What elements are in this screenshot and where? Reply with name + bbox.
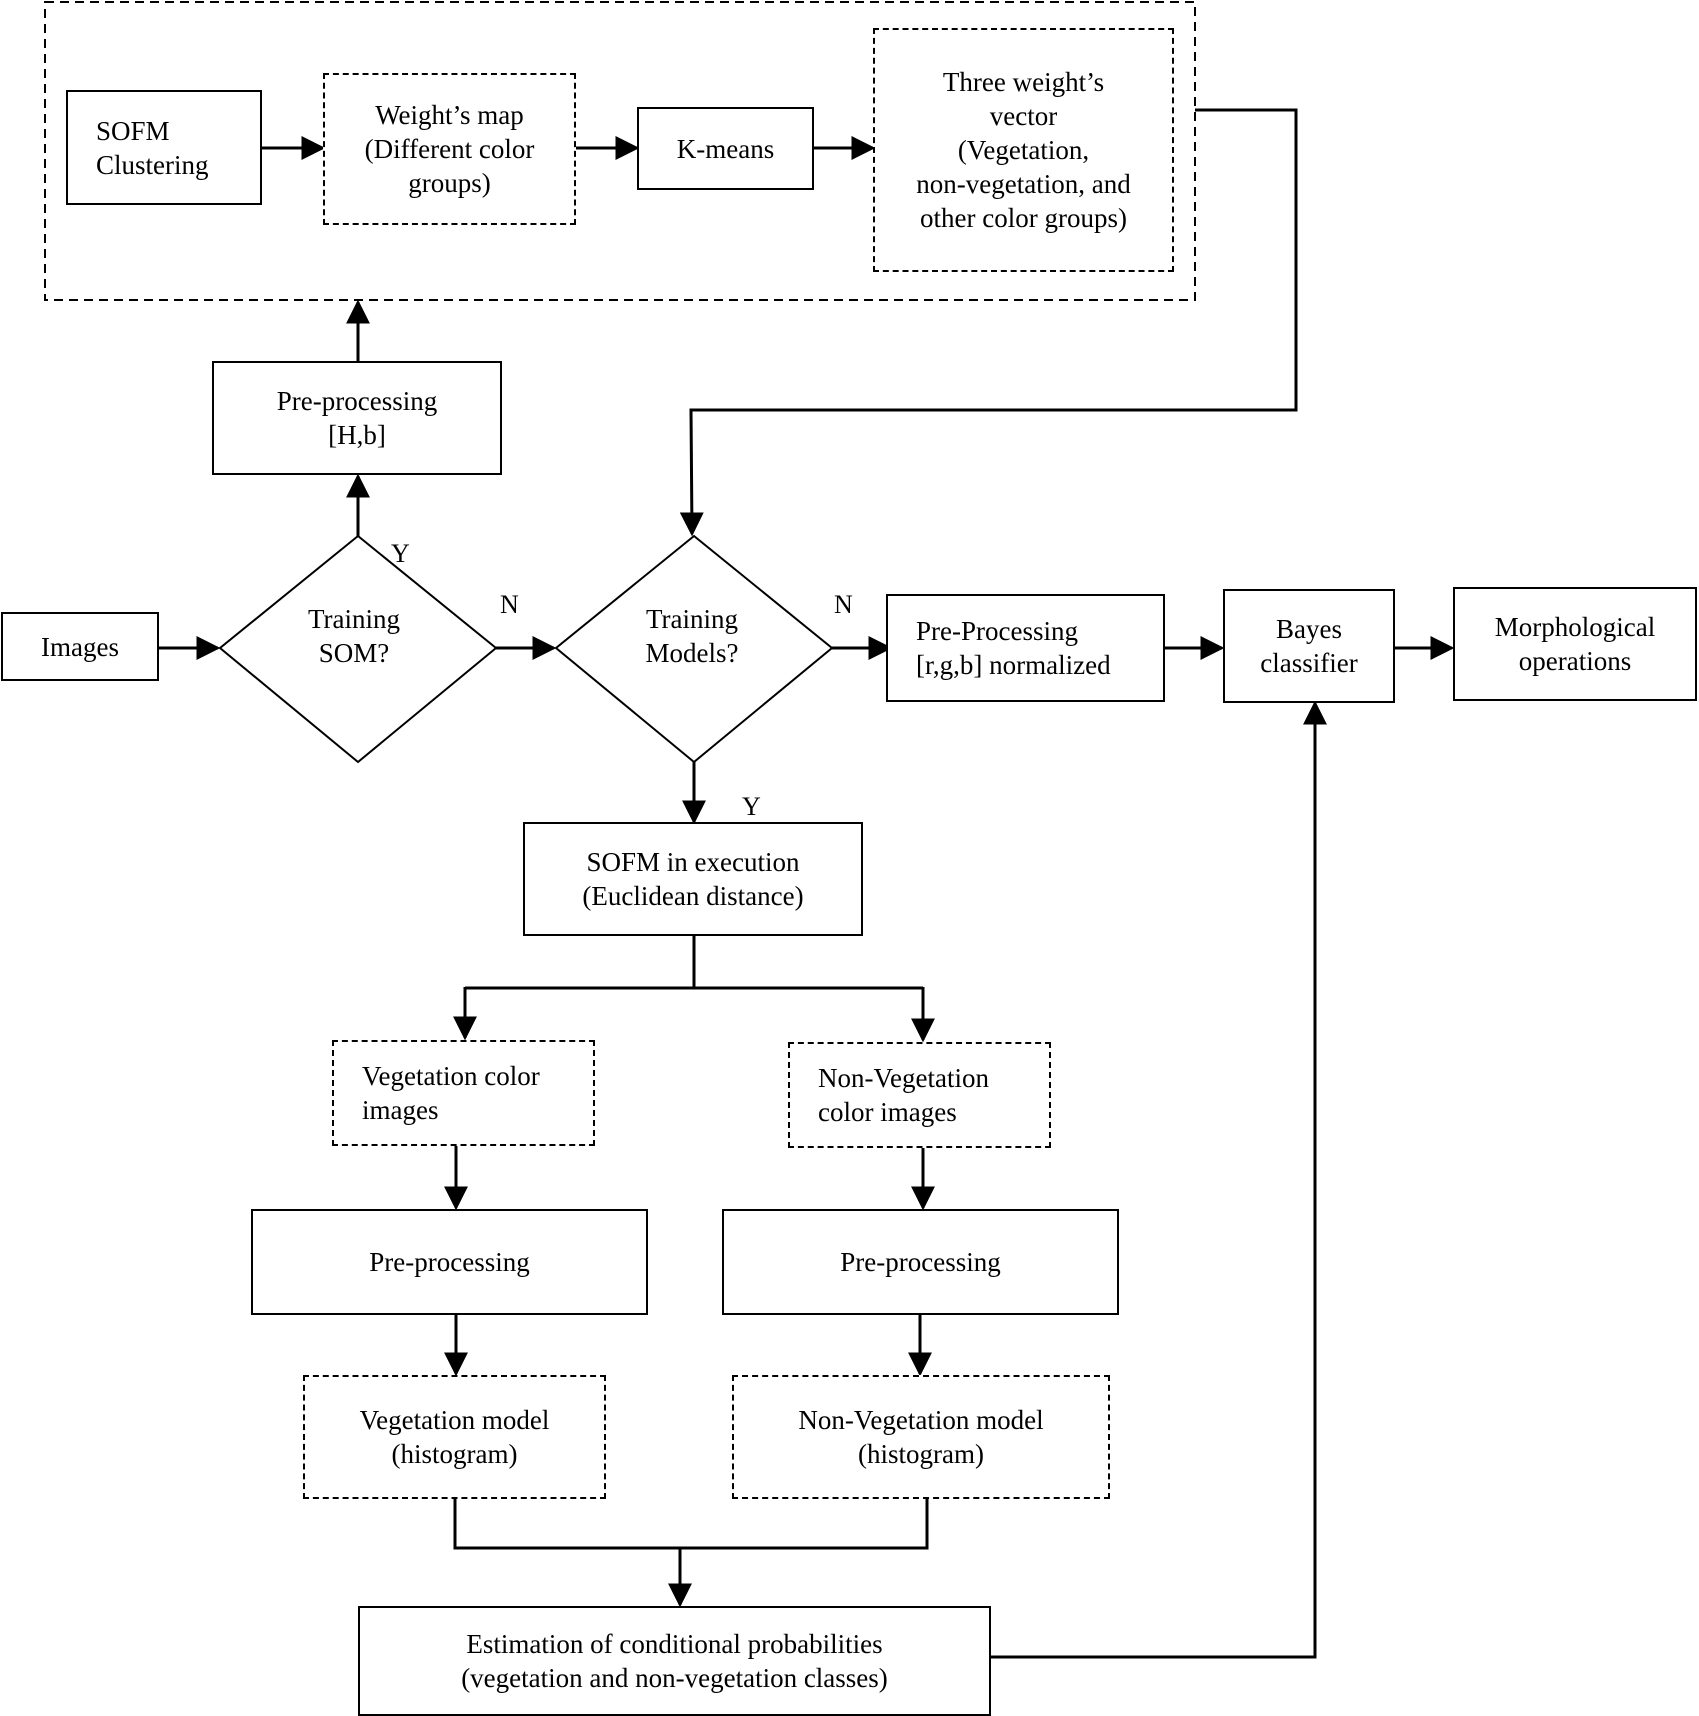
som-yes-label: Y <box>391 539 410 568</box>
merge-connector <box>453 1498 929 1550</box>
weights-map-box: Weight’s map (Different color groups) <box>323 73 576 225</box>
models-yes-label: Y <box>742 792 761 821</box>
vegetation-images-box: Vegetation color images <box>332 1040 595 1146</box>
three-weights-vector-box: Three weight’s vector (Vegetation, non-v… <box>873 28 1174 272</box>
morphological-operations-box: Morphological operations <box>1453 587 1697 701</box>
images-box: Images <box>1 612 159 681</box>
preprocessing-nonveg-box: Pre-processing <box>722 1209 1119 1315</box>
training-som-decision-shape <box>218 534 498 764</box>
training-som-label: Training SOM? <box>307 604 401 668</box>
arrow-estimation-to-bayes <box>990 700 1327 1659</box>
preprocessing-veg-box: Pre-processing <box>251 1209 648 1315</box>
som-no-label: N <box>500 590 519 619</box>
nonvegetation-model-box: Non-Vegetation model (histogram) <box>732 1375 1110 1499</box>
models-no-label: N <box>834 590 853 619</box>
split-connector <box>465 935 696 990</box>
som-training-group <box>44 1 1196 301</box>
nonvegetation-images-box: Non-Vegetation color images <box>788 1042 1051 1148</box>
training-models-label: Training Models? <box>645 604 739 668</box>
preprocessing-rgb-box: Pre-Processing [r,g,b] normalized <box>886 594 1165 702</box>
bayes-classifier-box: Bayes classifier <box>1223 589 1395 703</box>
sofm-clustering-box: SOFM Clustering <box>66 90 262 205</box>
preprocessing-hb-box: Pre-processing [H,b] <box>212 361 502 475</box>
vegetation-model-box: Vegetation model (histogram) <box>303 1375 606 1499</box>
kmeans-box: K-means <box>637 107 814 190</box>
arrow-group-to-models <box>679 108 1298 537</box>
sofm-execution-box: SOFM in execution (Euclidean distance) <box>523 822 863 936</box>
estimation-box: Estimation of conditional probabilities … <box>358 1606 991 1716</box>
